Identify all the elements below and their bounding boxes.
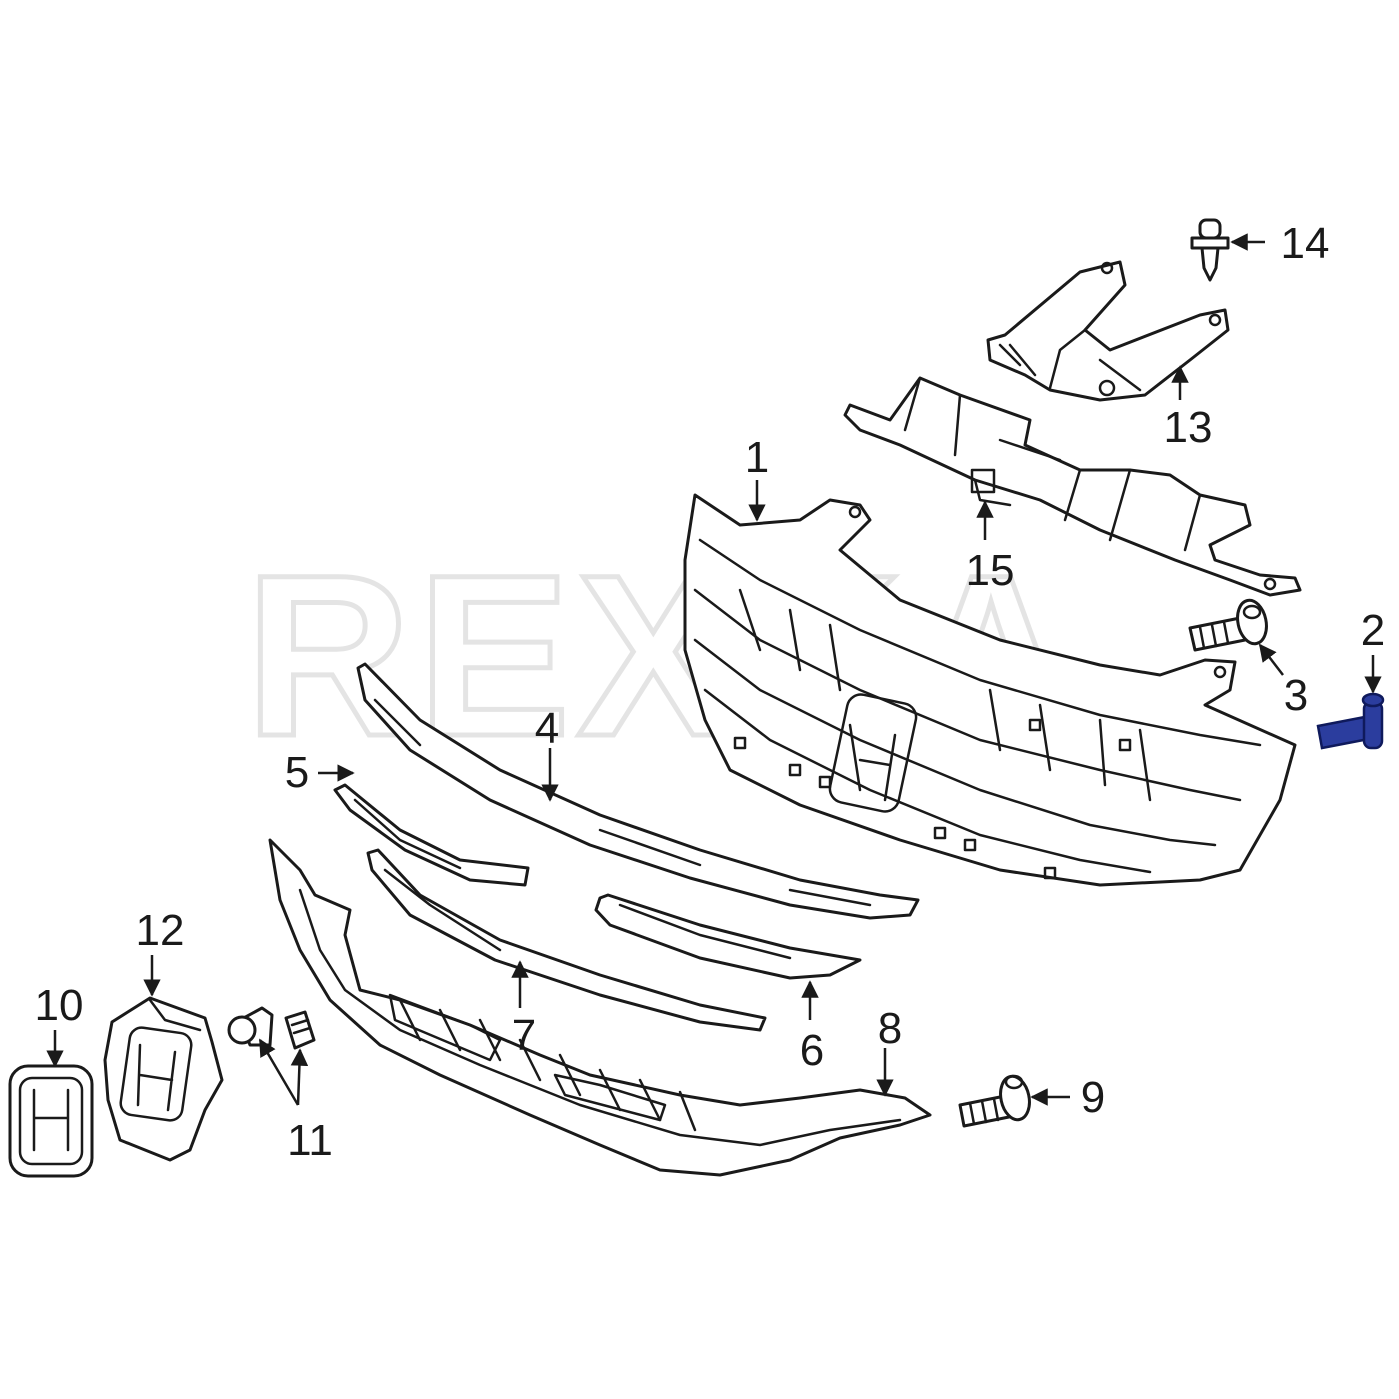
callout-13: 13 (1164, 403, 1213, 452)
part-15-support-bracket (843, 376, 1302, 597)
callout-7: 7 (512, 1011, 536, 1060)
callout-labels: 1 2 3 4 5 6 7 8 9 10 11 12 13 14 15 (35, 219, 1386, 1165)
callout-10: 10 (35, 981, 84, 1030)
callout-1: 1 (745, 433, 769, 482)
part-7-lower-molding (366, 848, 767, 1032)
part-2-bolt-highlighted (1316, 692, 1385, 750)
callout-9: 9 (1081, 1073, 1105, 1122)
part-12-emblem-base (103, 996, 224, 1162)
callout-11: 11 (287, 1116, 333, 1165)
part-8-lower-bumper (268, 838, 932, 1177)
callout-5: 5 (285, 748, 309, 797)
callout-14: 14 (1281, 219, 1330, 268)
part-13-upper-bracket (986, 260, 1230, 402)
leader-lines (46, 233, 1382, 1106)
callout-4: 4 (535, 704, 559, 753)
part-5-side-molding (333, 783, 530, 887)
part-3-bolt (1188, 598, 1268, 652)
callout-2: 2 (1361, 606, 1385, 655)
callout-3: 3 (1284, 671, 1308, 720)
part-6-right-molding (594, 893, 862, 980)
callout-6: 6 (800, 1026, 824, 1075)
callout-15: 15 (966, 546, 1015, 595)
callout-12: 12 (136, 906, 185, 955)
part-1-front-grille (683, 493, 1297, 887)
callout-8: 8 (878, 1004, 902, 1053)
part-14-clip (1190, 218, 1230, 282)
part-4-upper-molding (356, 662, 920, 920)
part-9-bolt (958, 1074, 1031, 1128)
part-11-clips (227, 1006, 316, 1050)
part-10-emblem (8, 1064, 94, 1178)
